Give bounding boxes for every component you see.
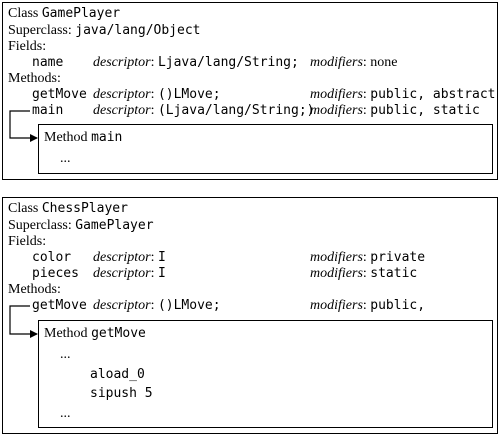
superclass-keyword: Superclass:	[8, 218, 72, 233]
superclass-line: Superclass: java/lang/Object	[8, 23, 201, 39]
ellipsis: ...	[60, 406, 71, 421]
method-box-title: Method main	[44, 130, 123, 145]
field-modifiers: modifiers: private	[310, 250, 426, 265]
class-name: GamePlayer	[41, 6, 121, 21]
superclass-keyword: Superclass:	[8, 23, 72, 38]
class-keyword: Class	[8, 201, 39, 216]
superclass-name: GamePlayer	[75, 218, 154, 233]
field-name: name	[32, 55, 64, 70]
class-gameplayer-box	[2, 2, 498, 180]
method-name: getMove	[32, 87, 87, 102]
method-name: getMove	[32, 298, 87, 313]
method-name: main	[32, 103, 64, 118]
field-name: color	[32, 250, 72, 265]
method-modifiers: modifiers: public,	[310, 298, 426, 313]
field-modifiers: modifiers: static	[310, 266, 418, 281]
method-main-box	[38, 124, 493, 174]
class-name: ChessPlayer	[41, 201, 128, 216]
field-modifiers: modifiers: none	[310, 55, 398, 70]
ellipsis: ...	[60, 347, 71, 362]
field-descriptor: descriptor: Ljava/lang/String;	[93, 55, 299, 70]
bytecode-instruction: sipush 5	[90, 386, 153, 401]
method-modifiers: modifiers: public, static	[310, 103, 480, 118]
method-descriptor: descriptor: (Ljava/lang/String;)	[93, 103, 315, 118]
methods-heading: Methods:	[8, 282, 61, 297]
method-box-title: Method getMove	[44, 326, 146, 341]
class-title: Class ChessPlayer	[8, 201, 128, 217]
method-descriptor: descriptor: ()LMove;	[93, 298, 221, 313]
methods-heading: Methods:	[8, 71, 61, 86]
method-descriptor: descriptor: ()LMove;	[93, 87, 221, 102]
fields-heading: Fields:	[8, 39, 47, 54]
class-keyword: Class	[8, 6, 39, 21]
field-descriptor: descriptor: I	[93, 266, 166, 281]
class-title: Class GamePlayer	[8, 6, 120, 22]
field-name: pieces	[32, 266, 79, 281]
class-chessplayer-box	[2, 197, 498, 434]
field-descriptor: descriptor: I	[93, 250, 166, 265]
superclass-line: Superclass: GamePlayer	[8, 218, 154, 234]
arrow-getmove-to-method-box	[9, 305, 38, 338]
bytecode-instruction: aload_0	[90, 367, 145, 382]
ellipsis: ...	[60, 151, 71, 166]
method-getmove-box	[38, 320, 493, 428]
arrow-main-to-method-box	[9, 110, 38, 142]
fields-heading: Fields:	[8, 234, 47, 249]
superclass-name: java/lang/Object	[75, 23, 201, 38]
method-modifiers: modifiers: public, abstract	[310, 87, 496, 102]
